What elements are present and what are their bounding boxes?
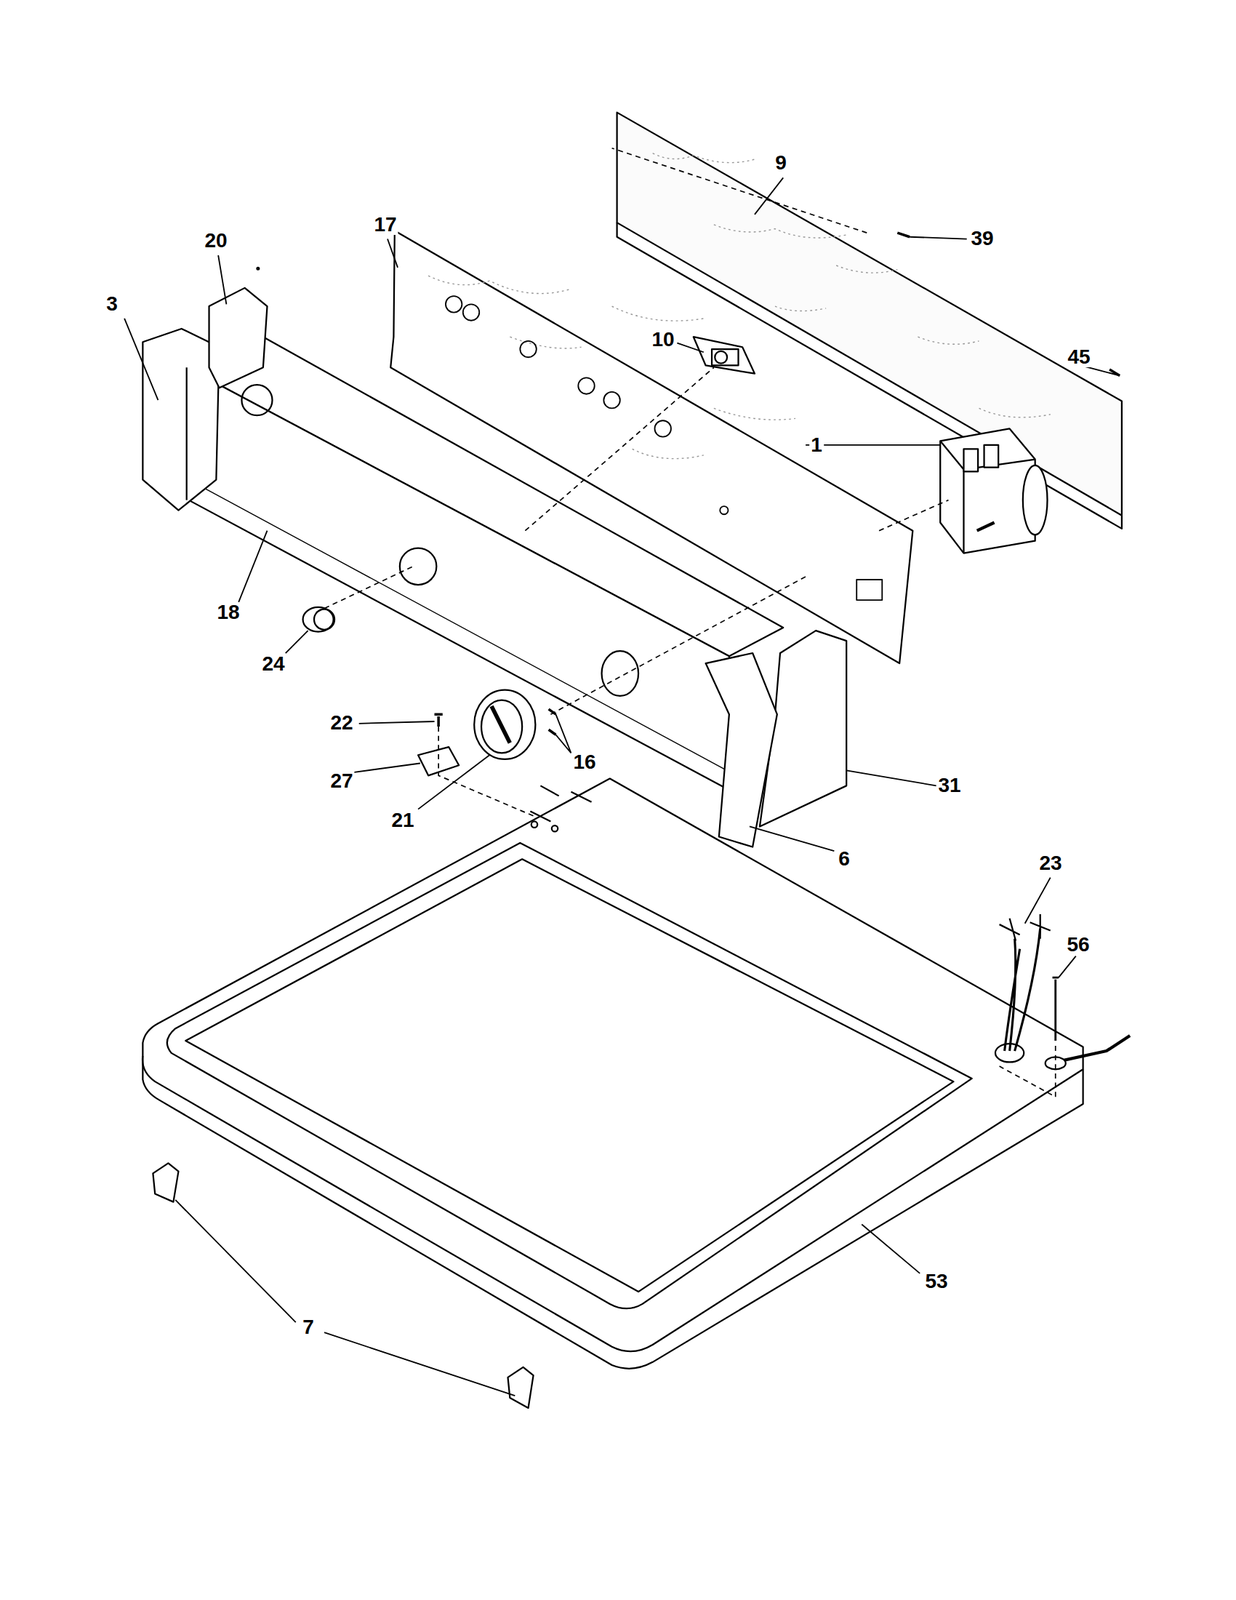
callout-number: 3 <box>104 293 120 315</box>
callout-number: 16 <box>571 751 597 773</box>
callout-number: 53 <box>923 1270 949 1292</box>
timer <box>940 428 1035 553</box>
clip <box>508 1366 534 1408</box>
callout-number: 20 <box>202 230 229 251</box>
callout-number: 9 <box>773 152 789 174</box>
console-front <box>186 367 737 794</box>
callout-number: 10 <box>649 329 676 350</box>
end-bracket <box>209 287 268 388</box>
callout-number: 7 <box>301 1316 316 1338</box>
callout-number: 45 <box>1065 346 1092 368</box>
bracket <box>418 746 459 776</box>
end-cap-left <box>142 328 219 511</box>
callout-number: 24 <box>260 653 286 674</box>
callout-number: 17 <box>372 214 398 235</box>
knob <box>474 689 536 760</box>
callout-number: 31 <box>936 775 962 796</box>
callout-number: 21 <box>389 809 416 831</box>
selector-switch <box>693 336 755 373</box>
top-panel <box>142 778 1084 1352</box>
callout-number: 1 <box>809 434 824 456</box>
callout-number: 6 <box>836 848 852 869</box>
lid-opening <box>167 842 973 1308</box>
callout-number: 18 <box>215 602 241 623</box>
callout-number: 22 <box>328 712 355 733</box>
wire-harness <box>1004 928 1041 1051</box>
callout-number: 23 <box>1037 852 1063 874</box>
callout-number: 56 <box>1065 934 1091 955</box>
end-cap-right <box>705 652 778 848</box>
callout-number: 27 <box>328 770 355 792</box>
clip <box>152 1162 179 1202</box>
callout-number: 39 <box>969 228 995 249</box>
